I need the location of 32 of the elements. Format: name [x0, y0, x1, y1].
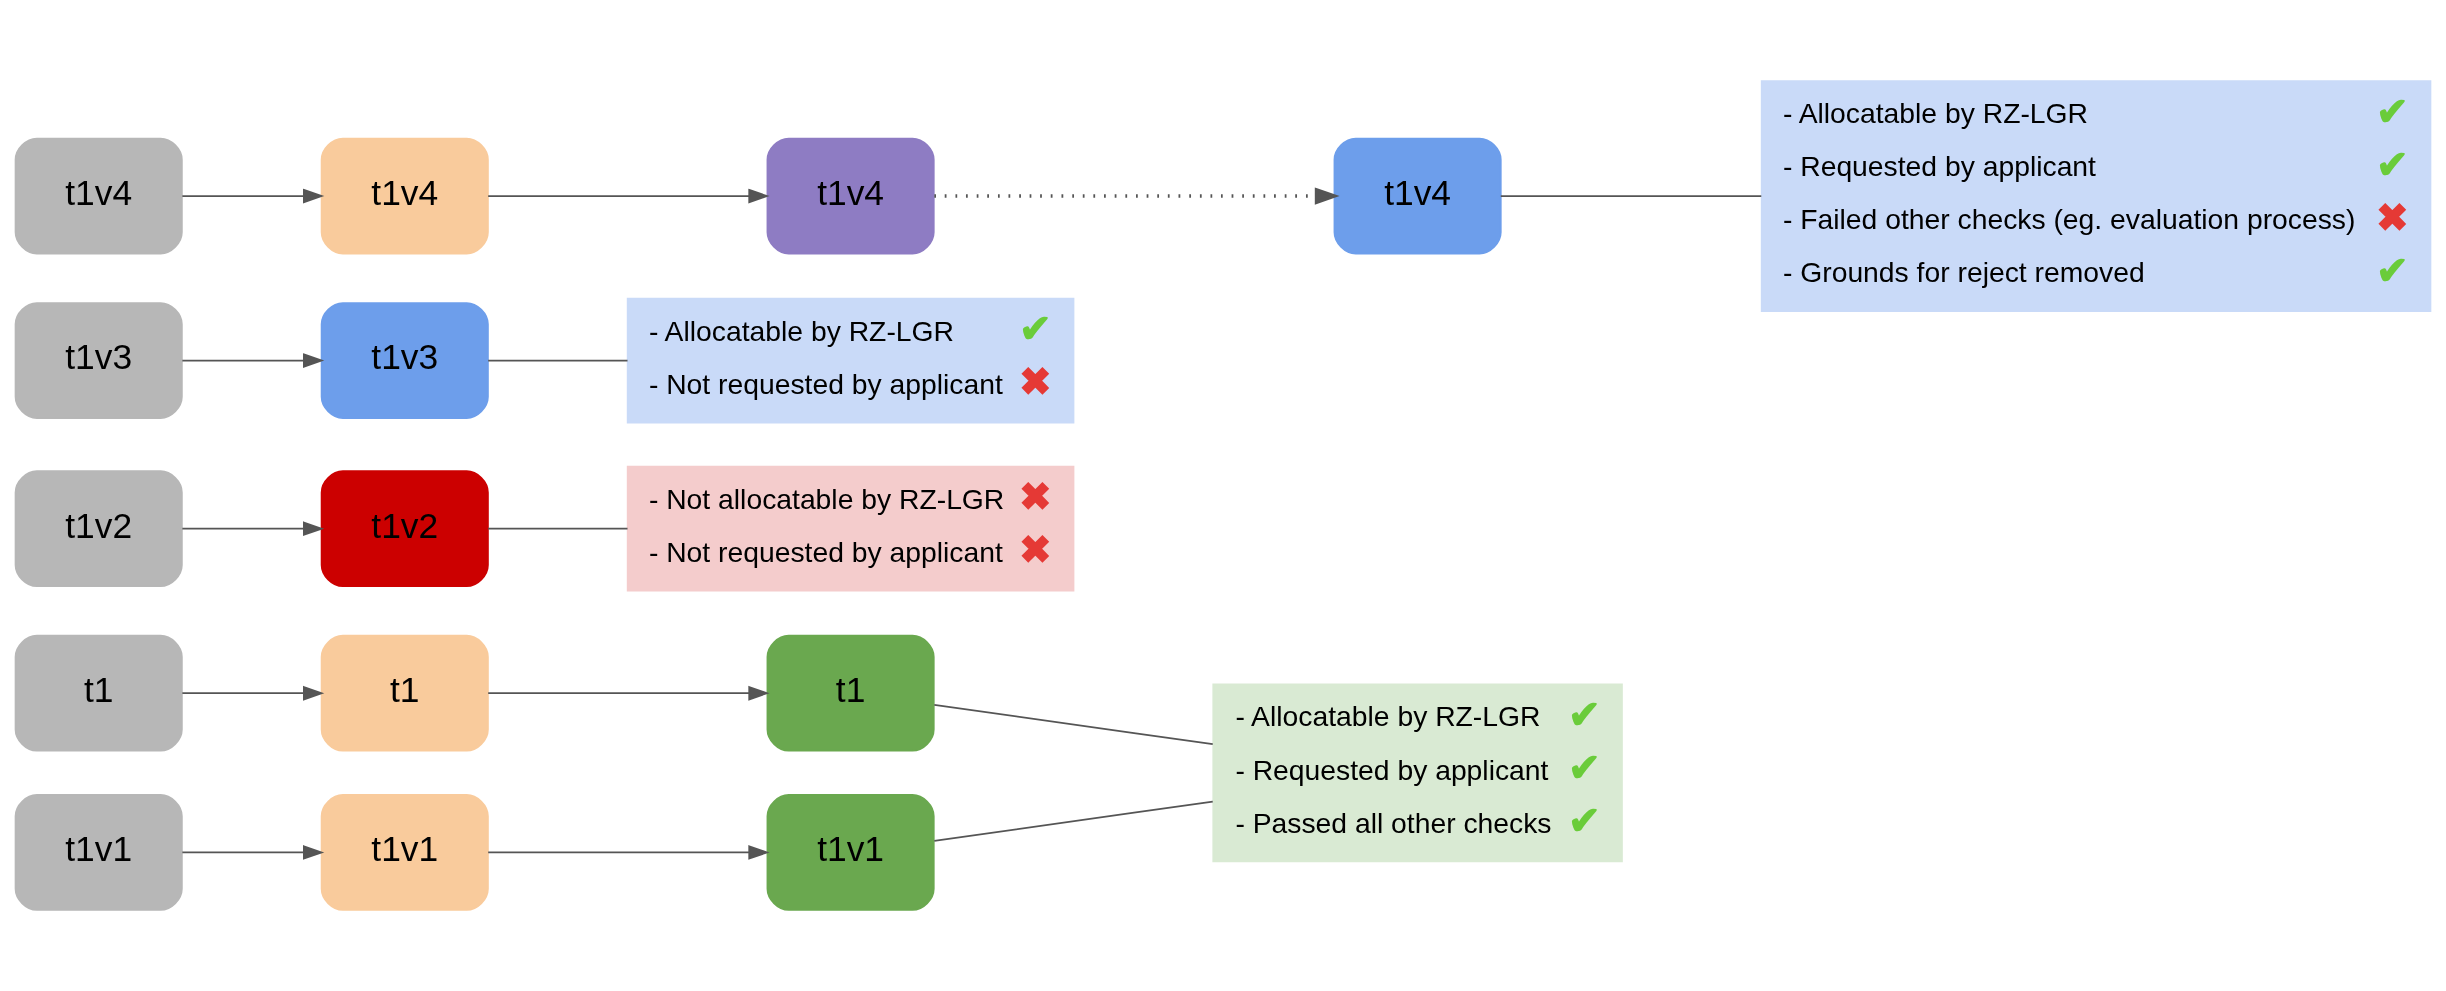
node-box: t1v1: [14, 794, 183, 911]
node-box: t1v1: [320, 794, 489, 911]
node-box: t1: [14, 634, 183, 752]
node-box: t1v4: [1333, 137, 1502, 255]
arrow: [487, 188, 770, 204]
node-box: t1v3: [320, 302, 489, 419]
arrow: [487, 845, 770, 860]
node-box: t1v1: [766, 794, 935, 911]
arrow: [934, 187, 1340, 205]
arrow: [181, 188, 325, 204]
node-box: - Not allocatable by RZ-LGR ✖ - Not requested by applicant ✖: [626, 465, 1075, 592]
arrow: [181, 521, 325, 537]
node-box: t1v4: [766, 137, 935, 255]
arrow: [487, 685, 770, 701]
connector: [487, 527, 629, 530]
node-box: - Allocatable by RZ-LGR ✔ - Requested by applicant ✔ - Failed other checks (eg. evaluation process) ✖ - Grounds for reject removed ✔: [1760, 80, 2432, 312]
node-box: t1v2: [14, 470, 183, 588]
node-box: t1v2: [320, 470, 489, 588]
node-box: - Allocatable by RZ-LGR ✔ - Requested by applicant ✔ - Passed all other checks ✔: [1212, 683, 1623, 863]
node-box: - Allocatable by RZ-LGR ✔ - Not requested by applicant ✖: [626, 297, 1075, 424]
connector: [1499, 195, 1763, 197]
node-box: t1v4: [14, 137, 183, 255]
connector: [933, 703, 1214, 745]
arrow: [181, 353, 325, 369]
node-box: t1v4: [320, 137, 489, 255]
node-box: t1: [320, 634, 489, 752]
arrow: [181, 685, 325, 701]
connector: [487, 359, 629, 362]
connector: [933, 800, 1214, 842]
node-box: t1v3: [14, 302, 183, 419]
node-box: t1: [766, 634, 935, 752]
arrow: [181, 845, 325, 860]
